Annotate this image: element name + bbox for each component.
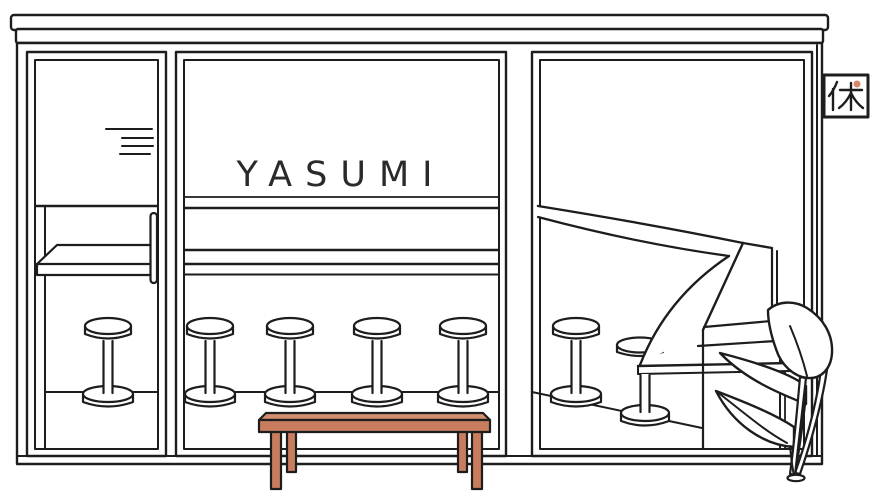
lily-stem — [789, 445, 795, 477]
bench-leg — [285, 428, 298, 474]
wooden-bench — [257, 411, 492, 491]
bench-leg — [456, 428, 469, 474]
main-window-outer-frame — [174, 50, 508, 458]
bench-leg — [470, 428, 484, 491]
closed-sign: 休 — [822, 73, 870, 119]
awning-roof — [9, 13, 830, 45]
door-handle — [149, 211, 159, 285]
window-counter — [183, 248, 500, 276]
right-window-outer-frame — [530, 50, 814, 458]
roof-top-band — [9, 13, 830, 32]
closed-sign-dot — [853, 80, 861, 88]
lily-leaf-vein — [715, 390, 788, 444]
main-window: YASUMI — [174, 50, 508, 458]
window-transom — [183, 196, 500, 210]
lily-stem — [788, 375, 808, 477]
bench-seat-front — [257, 418, 492, 434]
artwork-root: YASUMI — [9, 13, 870, 491]
door-outer-frame — [25, 50, 168, 458]
lily-bloom-fold — [789, 325, 808, 377]
door-glass-reflection-lines — [105, 128, 154, 155]
closed-sign-board — [822, 73, 870, 119]
storefront-sign-text: YASUMI — [236, 155, 446, 195]
entrance-door — [25, 50, 168, 458]
calla-lily-flower — [714, 301, 834, 483]
bench-leg — [269, 428, 283, 491]
bar-stool-under-table — [619, 373, 671, 427]
roof-lower-band — [14, 27, 825, 45]
main-window-inner-frame — [183, 59, 500, 450]
door-shelf — [35, 243, 159, 277]
right-window-inner-frame — [539, 59, 805, 450]
zigzag-counter — [536, 204, 786, 449]
lily-stem — [793, 393, 808, 478]
lily-base — [786, 473, 806, 483]
lily-bloom — [766, 301, 834, 380]
closed-sign-character — [827, 80, 865, 112]
